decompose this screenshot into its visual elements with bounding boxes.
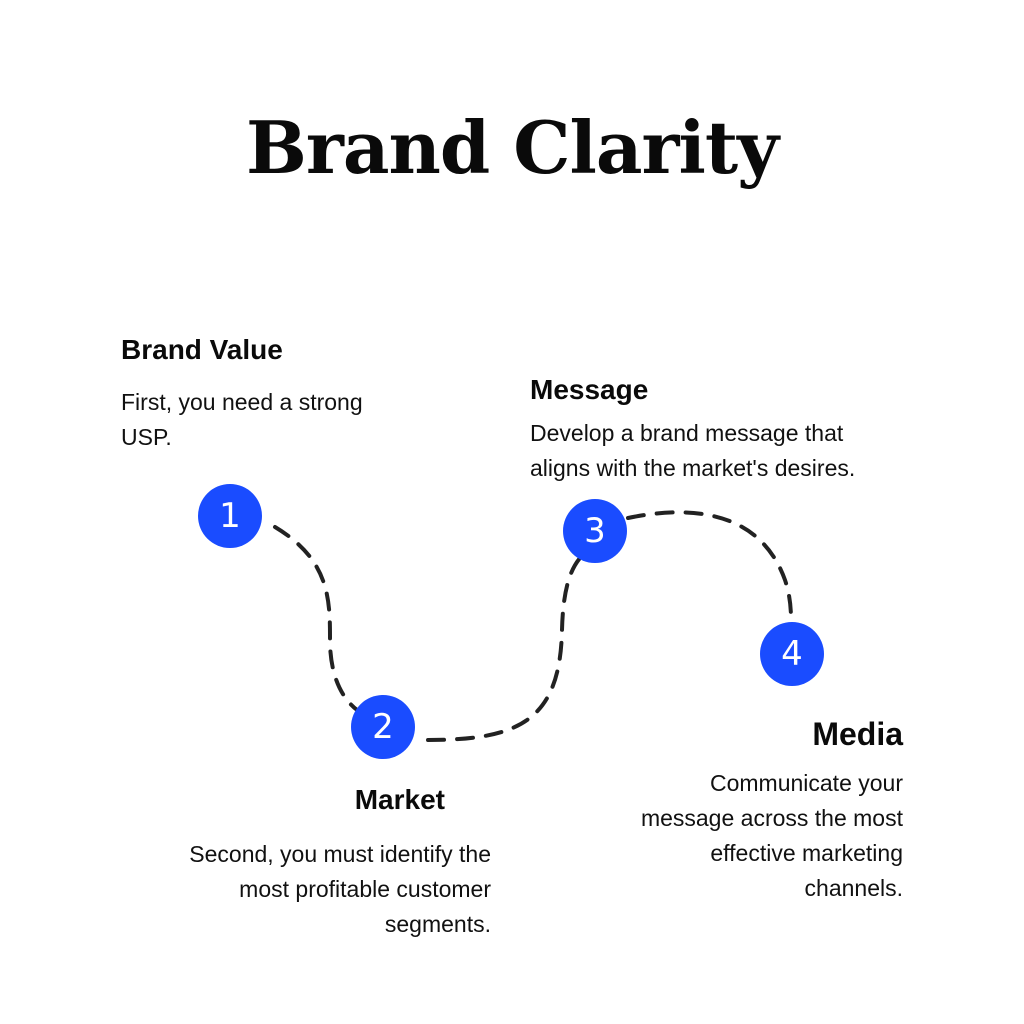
step-2-badge: 2 (351, 695, 415, 759)
connector-1-2 (273, 525, 367, 717)
desc-line: Develop a brand message that (530, 420, 844, 446)
step-1-badge: 1 (198, 484, 262, 548)
desc-line: Communicate your (709, 770, 903, 796)
step-1-description: First, you need a strong USP. (121, 385, 363, 455)
step-2-description: Second, you must identify the most profi… (100, 837, 491, 942)
desc-line: aligns with the market's desires. (530, 455, 856, 481)
desc-line: First, you need a strong (121, 389, 363, 415)
step-1-heading: Brand Value (121, 334, 283, 365)
step-4-description: Communicate your message across the most… (560, 766, 903, 906)
step-2-heading: Market (354, 784, 445, 815)
step-3-heading: Message (530, 374, 649, 405)
desc-line: Second, you must identify the (189, 841, 491, 867)
desc-line: most profitable customer (239, 876, 491, 902)
desc-line: effective marketing (710, 840, 903, 866)
connector-3-4 (626, 510, 793, 622)
connector-2-3 (426, 556, 582, 742)
step-4-heading: Media (812, 716, 903, 752)
desc-line: message across the most (640, 805, 903, 831)
desc-line: segments. (384, 911, 491, 937)
page-title: Brand Clarity (246, 105, 779, 190)
desc-line: USP. (121, 424, 172, 450)
step-3-description: Develop a brand message that aligns with… (530, 416, 855, 486)
step-3-badge: 3 (563, 499, 627, 563)
desc-line: channels. (804, 875, 903, 901)
step-4-badge: 4 (760, 622, 824, 686)
